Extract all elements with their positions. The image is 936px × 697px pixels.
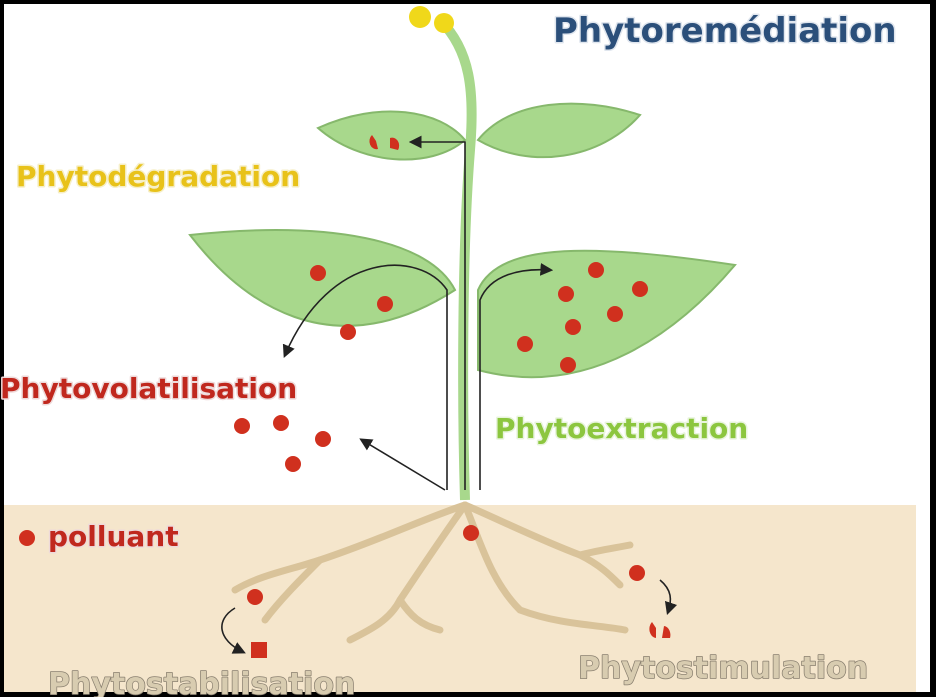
stem <box>436 16 477 501</box>
arrows <box>221 135 678 654</box>
legend-polluant: polluant <box>48 520 179 553</box>
label-phytoextraction: Phytoextraction <box>495 412 748 445</box>
label-phytostabilisation: Phytostabilisation <box>48 667 355 697</box>
diagram-title: Phytoremédiation <box>553 11 897 51</box>
pollutants <box>19 135 671 658</box>
label-phytostimulation: Phytostimulation <box>578 651 868 686</box>
flower-bud <box>434 13 454 33</box>
label-phytodegradation: Phytodégradation <box>16 160 300 193</box>
soil <box>4 505 916 692</box>
label-phytovolatilisation: Phytovolatilisation <box>0 372 297 405</box>
flower-bud <box>409 6 431 28</box>
